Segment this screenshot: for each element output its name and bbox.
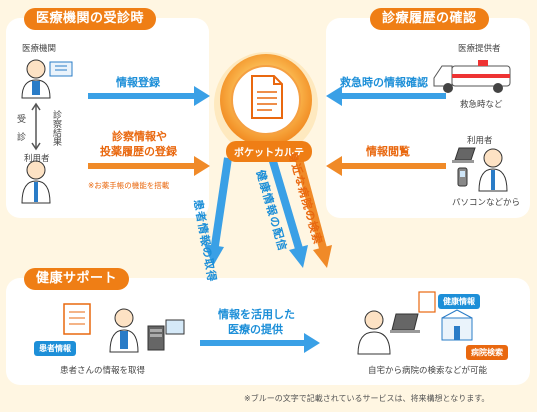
support-arrow-line1: 情報を活用した [218, 308, 295, 321]
clinic-visit-label: 受 診 [15, 114, 25, 141]
server-icon [147, 319, 185, 351]
arrow-medical-provision [200, 333, 320, 353]
support-hospital-badge: 病院検索 [466, 345, 508, 360]
laptop-icon [452, 147, 476, 163]
arrow-emergency [326, 86, 446, 106]
support-patient-caption: 患者さんの情報を取得 [60, 366, 146, 376]
clinic-facility-label: 医療機関 [22, 44, 57, 54]
history-check-header: 診療履歴の確認 [370, 8, 489, 30]
support-arrow-line2: 医療の提供 [228, 323, 283, 336]
home-user-icon [357, 310, 420, 355]
clinic-note: ※お薬手帳の機能を搭載 [88, 181, 170, 190]
history-emergency-label: 救急時など [460, 100, 503, 110]
support-health-badge: 健康情報 [438, 294, 480, 309]
hospital-icon [418, 291, 473, 341]
arrow-patient-info [204, 157, 232, 266]
ambulance-icon [433, 60, 511, 93]
center-label: ポケットカルテ [226, 141, 312, 162]
support-home-caption: 自宅から病院の検索などが可能 [368, 366, 488, 376]
clinic-register-label: 情報登録 [116, 76, 160, 89]
history-browse-label: 情報閲覧 [366, 145, 410, 158]
clinic-records-line1: 診察情報や [112, 130, 167, 143]
history-user-label: 利用者 [467, 136, 493, 146]
history-device-label: パソコンなどから [452, 198, 521, 208]
clinic-result-label: 診察結果 [51, 110, 61, 146]
footnote: ※ブルーの文字で記載されているサービスは、将来構想となります。 [244, 394, 490, 403]
arrow-nearby-hospital [292, 146, 332, 268]
support-doctor-icon [63, 303, 139, 353]
document-icon [251, 75, 283, 119]
history-emergency-arrow-label: 救急時の情報確認 [340, 76, 428, 89]
clinic-visit-header: 医療機関の受診時 [24, 8, 157, 30]
arrow-health-info [268, 156, 308, 268]
health-support-header: 健康サポート [24, 268, 130, 290]
doctor-icon [21, 59, 73, 99]
clinic-records-line2: 投薬履歴の登録 [100, 145, 177, 158]
clinic-user-label: 利用者 [24, 154, 50, 164]
right-user-icon [478, 148, 508, 192]
arrow-records [88, 156, 210, 176]
updown-arrow-icon [31, 102, 41, 151]
phone-icon [457, 167, 468, 187]
arrow-register [88, 86, 210, 106]
history-provider-label: 医療提供者 [458, 44, 501, 54]
patient-icon [21, 160, 51, 204]
support-patient-badge: 患者情報 [34, 341, 76, 356]
arrow-browse [326, 156, 446, 176]
